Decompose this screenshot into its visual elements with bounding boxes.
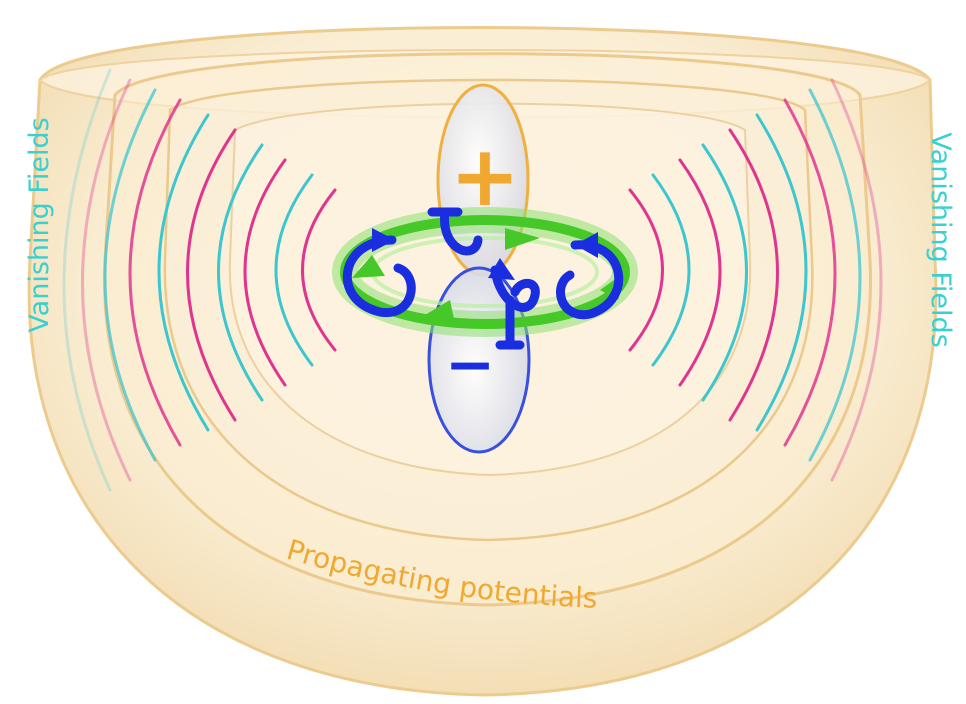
wave-right-5 xyxy=(728,128,779,422)
wave-right-7 xyxy=(783,98,837,447)
wave-right-1 xyxy=(628,188,664,352)
vanishing-field-waves-right xyxy=(628,78,883,482)
wave-left-9 xyxy=(81,78,132,482)
minus-sign: − xyxy=(445,330,495,400)
current-loop-left-head xyxy=(372,228,395,252)
current-loop-right-head xyxy=(575,232,598,258)
wave-left-7 xyxy=(128,98,182,447)
wave-left-5 xyxy=(186,128,237,422)
wave-left-3 xyxy=(243,158,287,387)
wave-right-4 xyxy=(701,143,748,402)
current-loop-right xyxy=(556,240,624,320)
wave-right-9 xyxy=(830,78,883,482)
wave-right-8 xyxy=(808,88,862,462)
wave-right-3 xyxy=(678,158,722,387)
toroid-arrow-4 xyxy=(352,255,385,278)
wave-left-8 xyxy=(103,88,157,462)
vanishing-fields-label-right: Vanishing Fields xyxy=(925,132,956,347)
wave-right-6 xyxy=(755,113,808,432)
wave-right-2 xyxy=(651,173,691,367)
current-loop-top xyxy=(427,207,483,256)
wave-left-10 xyxy=(62,68,112,492)
poloidal-currents xyxy=(342,207,624,350)
current-loop-front xyxy=(490,265,540,350)
current-loop-front-head xyxy=(488,258,515,280)
wave-left-4 xyxy=(217,143,264,402)
vanishing-field-waves-left xyxy=(62,68,337,492)
wave-left-2 xyxy=(274,173,314,367)
current-loop-left xyxy=(342,235,416,317)
wave-left-6 xyxy=(157,113,210,432)
toroid-arrow-1 xyxy=(505,228,540,250)
toroid-arrow-2 xyxy=(420,300,455,324)
vanishing-fields-label-left: Vanishing Fields xyxy=(24,117,55,332)
wave-left-1 xyxy=(301,188,337,352)
